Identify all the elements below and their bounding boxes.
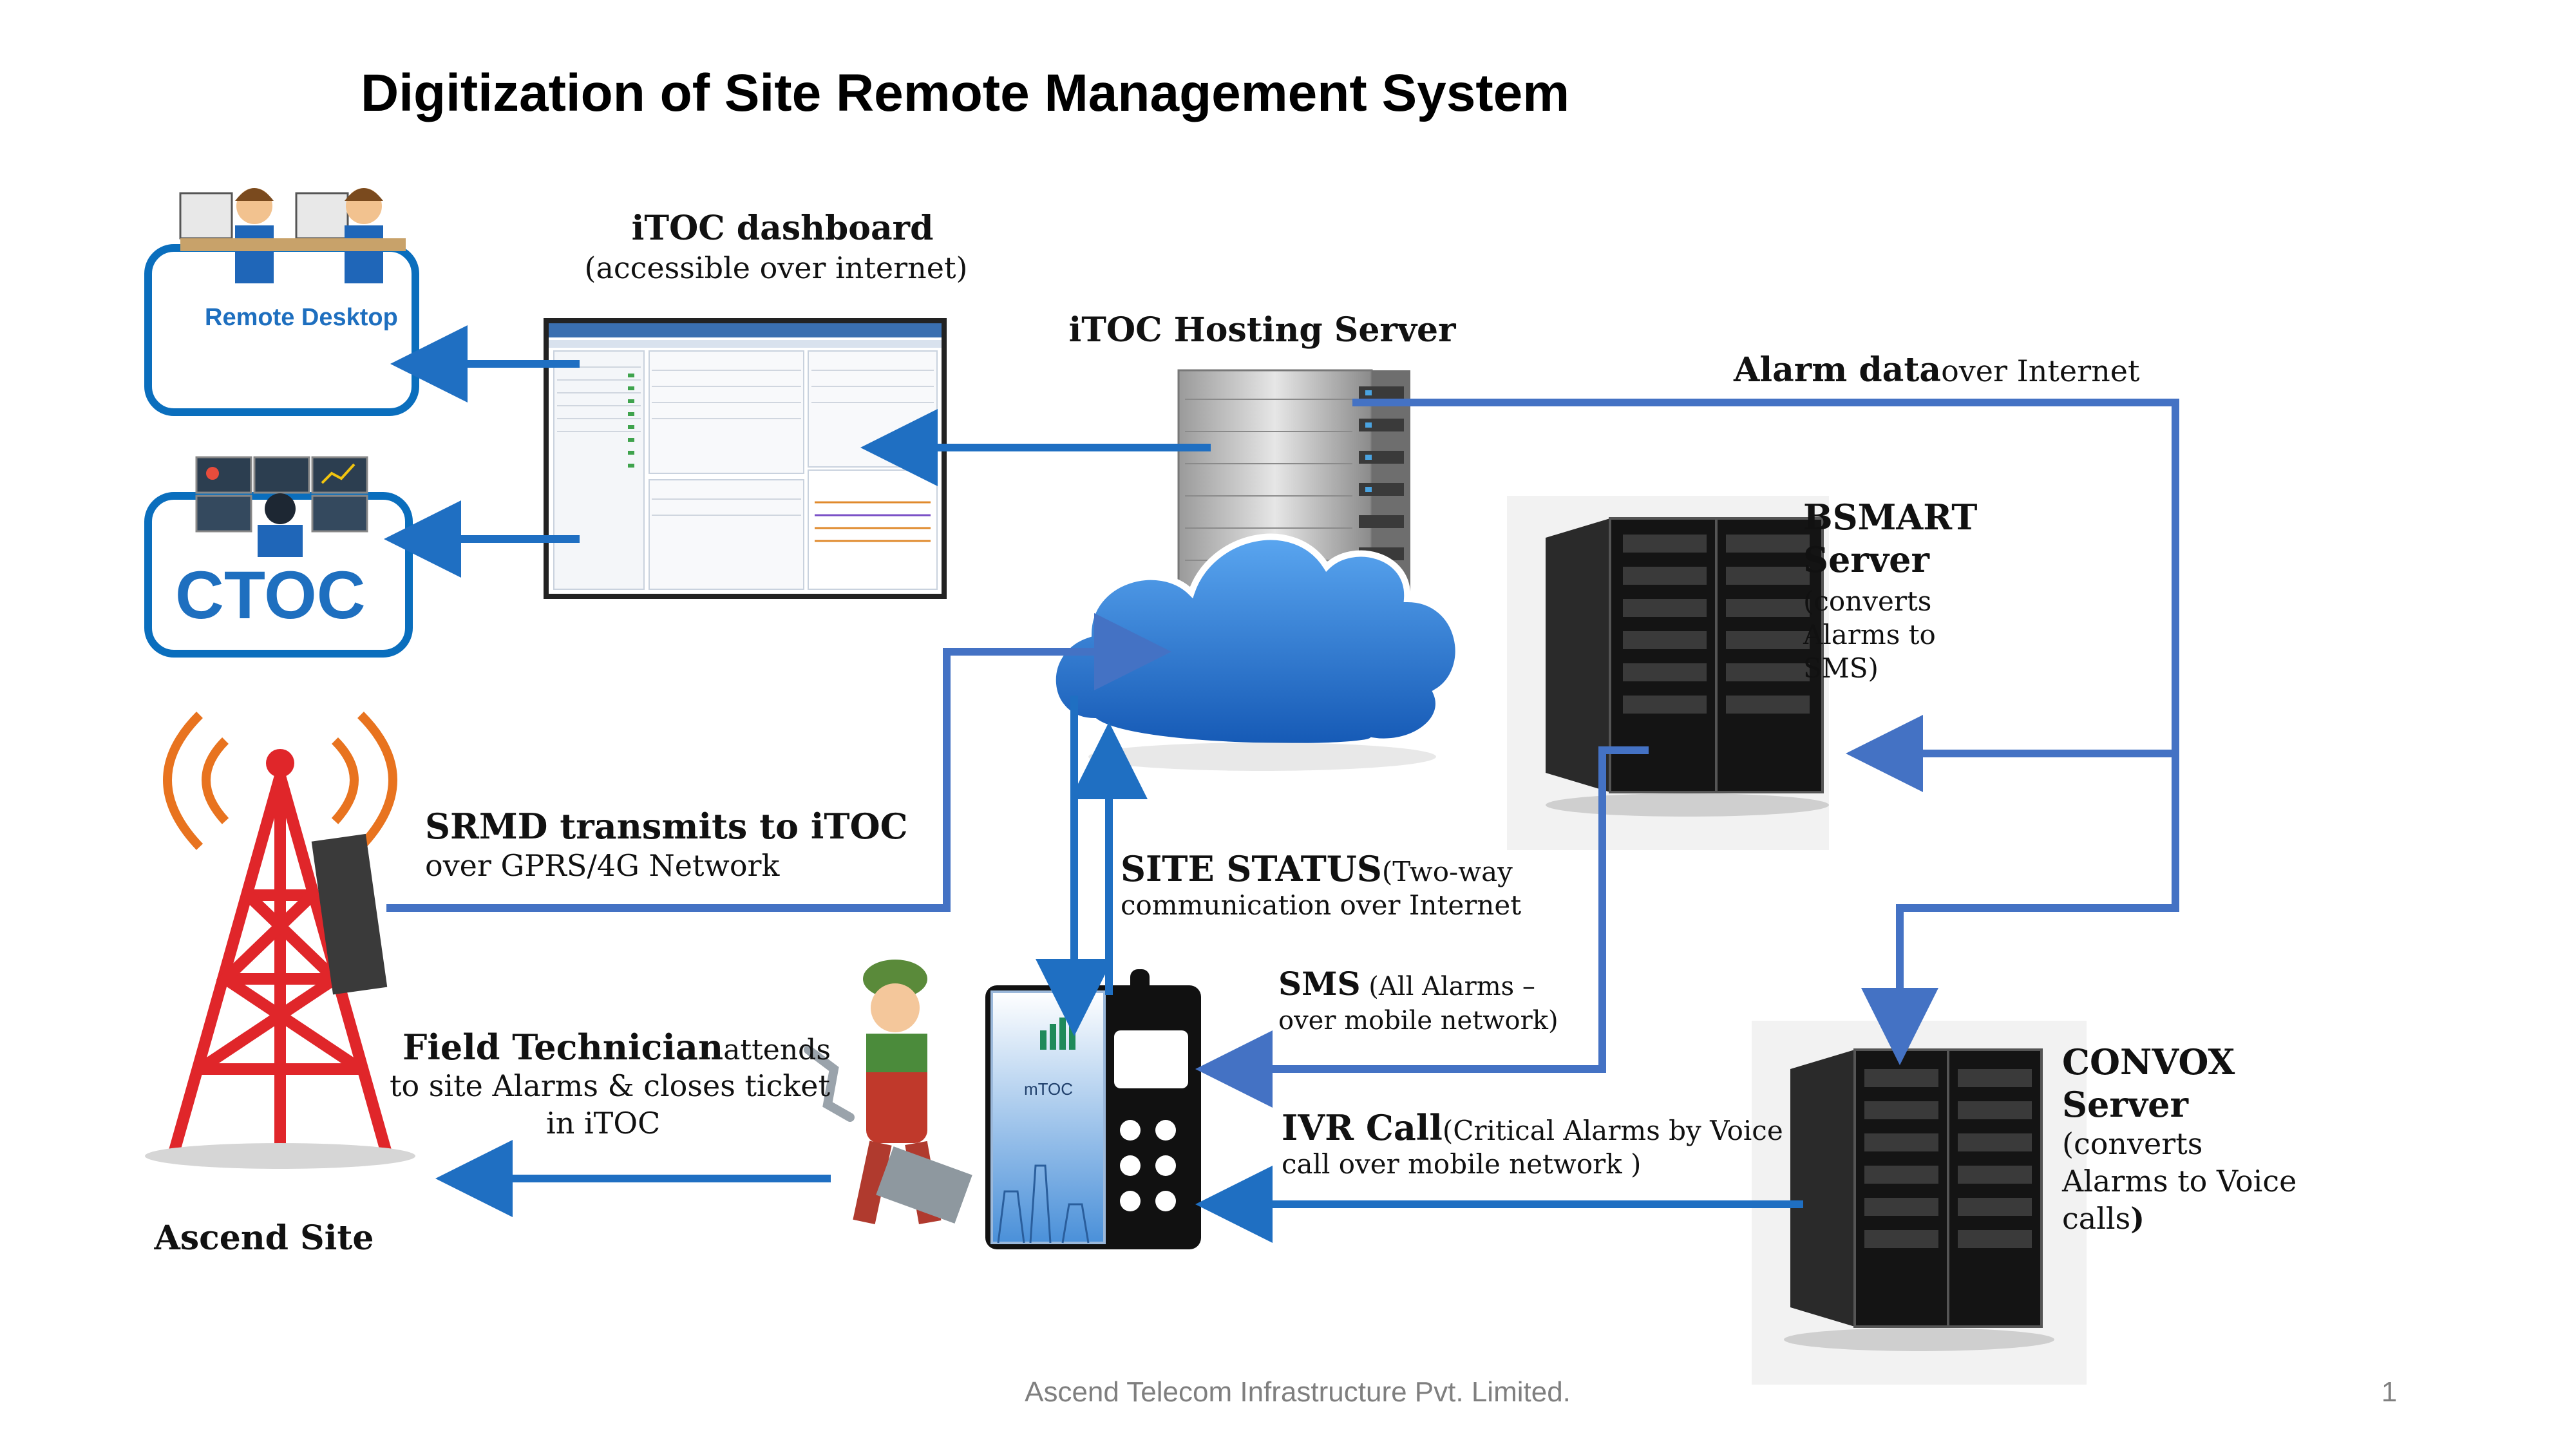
svg-text:calls): calls) [2062,1201,2145,1236]
convox-desc-line1: (converts [2062,1126,2202,1161]
sms-arrow [1195,746,1649,1108]
itoc-hosting-server-title: iTOC Hosting Server [1068,310,1456,350]
remote-desktop-label: Remote Desktop [205,304,398,331]
convox-desc-line2: Alarms to Voice [2061,1164,2297,1198]
convox-desc-close: ) [2130,1201,2145,1236]
bsmart-desc-line1: (converts [1803,585,1931,617]
server-cabinet-icon [1546,517,1829,817]
itoc-hosting-server-node: iTOC Hosting Server [1049,310,1462,771]
ivr-label-line1: IVR Call(Critical Alarms by Voice [1282,1107,1783,1148]
itoc-dashboard-subtitle: (accessible over internet) [585,251,968,285]
ctoc-label: CTOC [175,558,366,633]
ctoc-monitor-icon [195,456,368,557]
cloud-icon [1049,533,1462,771]
bsmart-desc-line3: SMS) [1803,652,1879,684]
ctoc-node: CTOC [144,456,413,658]
bsmart-desc-line2: Alarms to [1803,619,1936,650]
convox-server-node: CONVOX Server (converts Alarms to Voice … [1752,1021,2297,1385]
server-cabinet-icon [1784,1048,2054,1351]
itoc-dashboard-title: iTOC dashboard [632,209,934,248]
sms-label-line1: SMS (All Alarms – [1278,965,1535,1003]
alarm-data-label: Alarm dataover Internet [1733,350,2140,390]
site-status-label-line1: SITE STATUS(Two-way [1121,848,1513,889]
srmd-label-line2: over GPRS/4G Network [425,848,781,883]
mobile-phone-node: mTOC [985,969,1201,1249]
ascend-site-node: Ascend Site [145,712,415,1258]
technician-icon [804,960,972,1225]
field-technician-label-line1: Field Technicianattends [402,1027,831,1068]
srmd-label-line1: SRMD transmits to iTOC [425,806,908,847]
remote-desktop-node: Remote Desktop [144,188,419,416]
mobile-phone-icon [985,969,1201,1249]
antenna-tower-icon [145,712,415,1169]
footer-company: Ascend Telecom Infrastructure Pvt. Limit… [1025,1376,1571,1408]
page-title: Digitization of Site Remote Management S… [361,64,1569,122]
sms-label-line2: over mobile network) [1278,1006,1558,1036]
ivr-label-line2: call over mobile network ) [1282,1148,1641,1180]
alarm-data-line [1352,399,2179,1065]
ascend-site-label: Ascend Site [153,1218,374,1258]
bsmart-title-line2: Server [1803,539,1930,580]
field-technician-label-line2: to site Alarms & closes ticket [390,1068,830,1103]
mtoc-label: mTOC [1024,1079,1073,1099]
remote-desktop-icon [179,188,406,283]
dashboard-screenshot [544,318,947,599]
site-status-label-line2: communication over Internet [1121,889,1521,921]
srmd-to-cloud-arrow [386,613,1171,912]
connectors [384,325,2179,1243]
footer-page-number: 1 [2382,1376,2397,1408]
field-technician-label-line3: in iTOC [546,1106,660,1141]
convox-title-line2: Server [2062,1084,2189,1125]
convox-title-line1: CONVOX [2062,1041,2235,1083]
convox-desc-line3: calls [2062,1201,2130,1236]
bsmart-server-node: BSMART Server (converts Alarms to SMS) [1507,496,1977,850]
bsmart-title-line1: BSMART [1803,497,1977,538]
itoc-dashboard-node: iTOC dashboard (accessible over internet… [544,209,968,599]
